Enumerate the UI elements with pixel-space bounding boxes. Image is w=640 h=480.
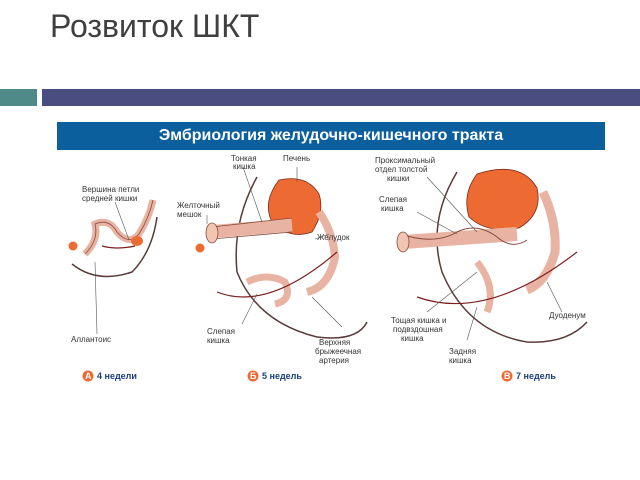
panel-a-gut-outline [84,199,154,255]
label-prox-line1: Проксимальный [375,156,435,165]
panel-b-yolk-sac [195,243,205,253]
accent-bar-teal [0,89,37,106]
panel-c-jejunum-coils [406,227,528,245]
label-ileum-line3: кишка [401,334,424,343]
label-allantois: Аллантоис [71,335,111,344]
label-c-cecum-line1: Слепая [379,195,407,204]
panel-c-loop-end [396,231,410,253]
panel-b-body-wall [235,176,368,339]
label-duodenum: Дуоденум [549,311,586,320]
label-yolk-line2: мешок [177,210,202,219]
panel-b-gut-loop [206,218,293,239]
label-hind-line2: кишка [449,356,472,365]
panel-c-prox-leader [426,176,478,233]
panel-b: Тонкая кишка Печень Желточный мешок Желу… [177,154,368,382]
panel-c-vessel [416,251,578,305]
label-b-cecum-line1: Слепая [207,327,235,336]
panel-c-cecum-leader [416,211,458,235]
figure-banner-title: Эмбриология желудочно-кишечного тракта [158,127,504,144]
panel-a-vertex-leader [114,201,130,241]
label-artery-line3: артерия [319,356,349,365]
panel-a-yolk-stalk [68,241,78,251]
panel-c-gut-loop [402,227,518,249]
label-small-line2: кишка [233,162,256,171]
label-prox-line3: кишки [387,174,409,183]
panel-b-stage-badge [247,370,259,382]
label-ileum-line2: подвздошная [393,325,443,334]
label-stomach: Желудок [317,233,350,242]
label-ileum-line1: Тощая кишка и [391,316,447,325]
panel-c: Проксимальный отдел толстой кишки Слепая… [375,156,588,382]
panel-a-body-wall [71,216,158,278]
label-artery-line2: брыжеечная [315,347,361,356]
panel-b-stage-letter: Б [250,371,257,381]
embryology-figure: Эмбриология желудочно-кишечного тракта В… [57,122,605,388]
panel-b-cecum-leader [241,293,258,325]
panel-c-stage-text: 7 недель [516,371,556,381]
panel-b-stage-text: 5 недель [262,371,302,381]
panel-b-cecum [245,273,291,308]
panel-c-hind-leader [466,306,478,341]
panel-a-stage-badge [82,370,94,382]
panel-b-artery-leader [311,296,343,328]
label-b-cecum-line2: кишка [207,336,230,345]
panel-c-ileum [474,259,494,314]
panel-c-stage-badge [501,370,513,382]
panel-c-duodenum-leader [546,281,563,313]
panel-b-stomach [305,209,340,296]
slide-title: Розвиток ШКТ [50,8,260,44]
panel-a-stage-text: 4 недели [97,371,137,381]
panel-b-gut-outline [211,217,293,240]
label-vertex-line2: средней кишки [82,194,137,203]
panel-c-ileum-leader [426,271,478,313]
label-c-cecum-line2: кишка [381,204,404,213]
label-liver: Печень [283,154,310,163]
panel-b-stomach-leader [314,233,330,240]
panel-a-allantois-leader [94,261,98,335]
panel-a-vessel [101,245,136,249]
embryology-diagram: Вершина петли средней кишки Аллантоис А … [68,154,588,382]
label-prox-line2: отдел толстой [375,165,427,174]
panel-b-small-leader [242,166,263,223]
panel-b-sma [216,251,338,298]
figure-banner [57,122,605,150]
panel-b-yolk-sac-neck [205,222,219,244]
panel-a-liver-bud [131,236,143,246]
panel-c-body-wall [436,171,588,343]
label-small-line1: Тонкая [231,154,257,163]
panel-a: Вершина петли средней кишки Аллантоис А … [68,185,158,382]
panel-c-liver [466,168,539,230]
label-vertex-line1: Вершина петли [82,185,139,194]
accent-bar-navy [42,89,640,106]
panel-a-stage-letter: А [85,371,92,381]
label-yolk-line1: Желточный [177,201,220,210]
panel-c-stomach [525,190,560,295]
panel-c-stage-letter: В [504,371,511,381]
label-hind-line1: Задняя [449,347,476,356]
label-artery-line1: Верхняя [319,338,350,347]
